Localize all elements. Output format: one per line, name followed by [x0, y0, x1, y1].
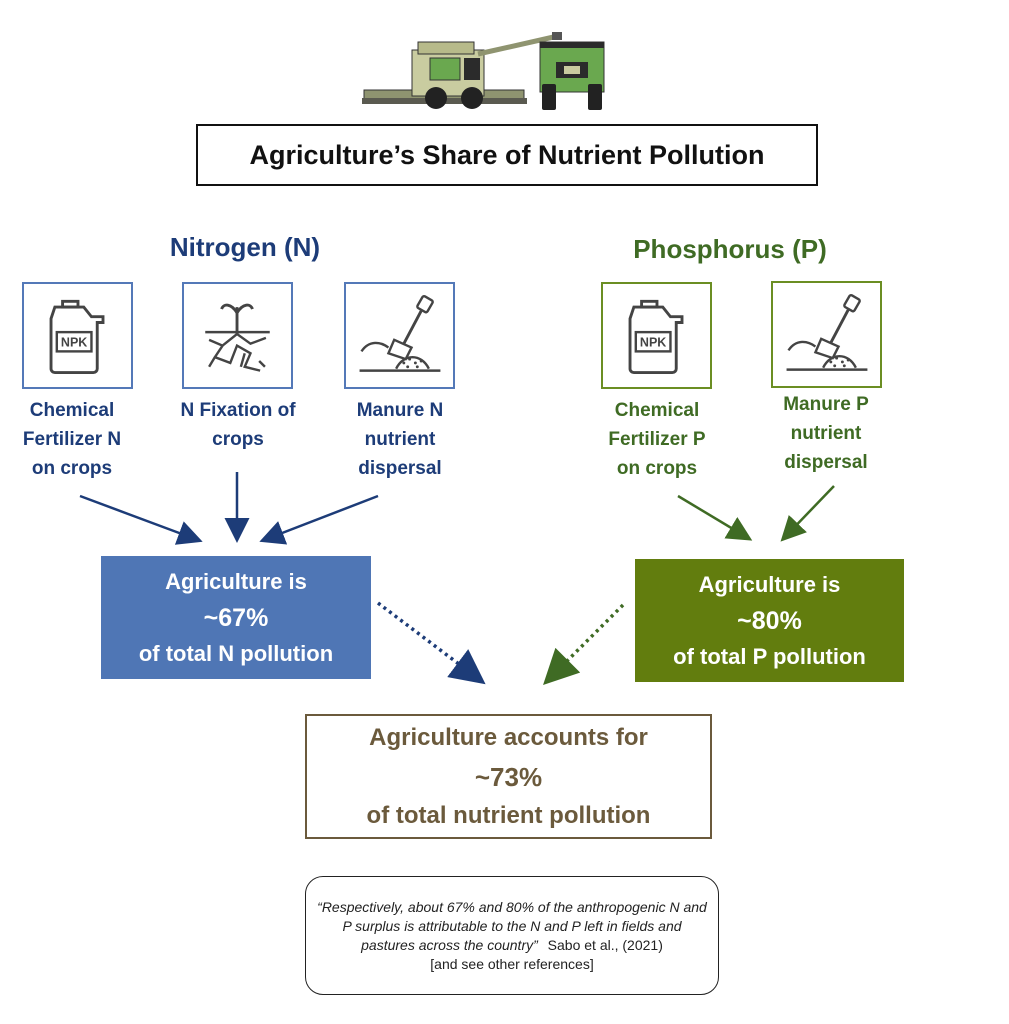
phosphorus-result-line3: of total P pollution	[673, 643, 866, 669]
nitrogen-result-line1: Agriculture is	[165, 568, 307, 594]
phosphorus-result-line1: Agriculture is	[698, 571, 841, 597]
nitrogen-result-box: Agriculture is ~67% of total N pollution	[101, 556, 371, 679]
svg-text:NPK: NPK	[640, 336, 666, 350]
harvester-illustration	[360, 28, 610, 113]
n-fixation-label: N Fixation of crops	[180, 400, 296, 450]
shovel-manure-icon	[359, 294, 441, 372]
svg-text:NPK: NPK	[61, 336, 87, 350]
quote-text: “Respectively, about 67% and 80% of the …	[317, 898, 707, 953]
shovel-manure-icon	[786, 293, 868, 371]
arrow-n-to-total	[376, 601, 486, 685]
phosphorus-result-box: Agriculture is ~80% of total P pollution	[635, 559, 904, 682]
n-manure-icon-box	[344, 282, 455, 389]
total-result-line3: of total nutrient pollution	[366, 801, 651, 829]
fertilizer-jug-icon: NPK	[49, 299, 105, 375]
quote-note: [and see other references]	[430, 955, 594, 972]
nitrogen-result-line3: of total N pollution	[138, 640, 334, 666]
arrow-n-fertilizer	[79, 494, 203, 545]
nitrogen-result-percent: ~67%	[203, 603, 269, 632]
p-fertilizer-icon-box: NPK	[601, 282, 712, 389]
phosphorus-result-percent: ~80%	[737, 606, 802, 635]
citation-quote-box: “Respectively, about 67% and 80% of the …	[305, 876, 719, 995]
n-fixation-icon-box	[182, 282, 293, 389]
total-result-box: Agriculture accounts for ~73% of total n…	[305, 714, 712, 839]
combine-harvester-tractor-icon	[362, 32, 605, 110]
quote-citation: Sabo et al., (2021)	[547, 936, 663, 953]
n-manure-label: Manure N nutrient dispersal	[356, 400, 444, 479]
total-result-line1: Agriculture accounts for	[369, 723, 648, 751]
root-fixation-icon	[205, 303, 270, 372]
p-manure-label: Manure P nutrient dispersal	[783, 394, 869, 473]
arrow-p-fertilizer	[677, 494, 753, 541]
arrow-p-manure	[780, 485, 835, 542]
phosphorus-heading: Phosphorus (P)	[633, 234, 827, 264]
p-manure-icon-box	[771, 281, 882, 388]
fertilizer-jug-icon: NPK	[628, 299, 684, 375]
total-result-percent: ~73%	[474, 761, 543, 792]
p-fertilizer-label: Chemical Fertilizer P on crops	[608, 400, 706, 479]
nitrogen-heading: Nitrogen (N)	[169, 232, 321, 262]
n-fertilizer-icon-box: NPK	[22, 282, 133, 389]
arrow-p-to-total	[543, 603, 625, 685]
arrow-n-manure	[259, 494, 379, 545]
n-fertilizer-label: Chemical Fertilizer N on crops	[22, 400, 122, 479]
page-title: Agriculture’s Share of Nutrient Pollutio…	[196, 124, 818, 186]
